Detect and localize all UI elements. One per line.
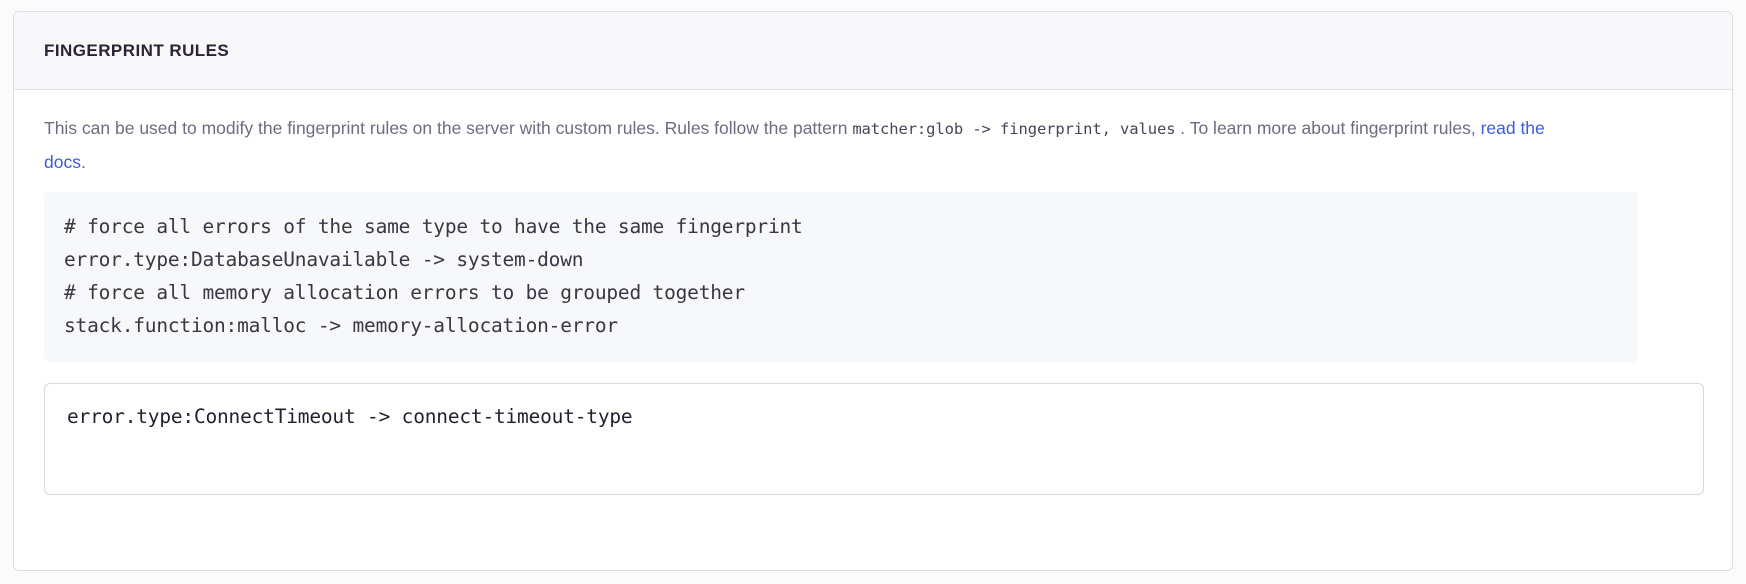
description-part-1: This can be used to modify the fingerpri… [44, 118, 853, 138]
read-the-docs-link[interactable]: read the docs [44, 118, 1545, 172]
fingerprint-rules-input[interactable] [44, 383, 1704, 495]
panel-header: FINGERPRINT RULES [14, 12, 1732, 90]
fingerprint-rules-panel: FINGERPRINT RULES This can be used to mo… [13, 11, 1733, 571]
description-text: This can be used to modify the fingerpri… [44, 112, 1584, 179]
code-line: # force all memory allocation errors to … [64, 281, 745, 304]
code-line: error.type:DatabaseUnavailable -> system… [64, 248, 584, 271]
description-part-3: . [80, 152, 86, 172]
code-line: stack.function:malloc -> memory-allocati… [64, 314, 618, 337]
panel-body: This can be used to modify the fingerpri… [14, 90, 1732, 495]
description-part-2: . To learn more about fingerprint rules, [1175, 118, 1481, 138]
page-title: FINGERPRINT RULES [44, 41, 230, 60]
inline-code-pattern: matcher:glob -> fingerprint, values [852, 120, 1176, 138]
code-line: # force all errors of the same type to h… [64, 215, 803, 238]
example-rules-code-block: # force all errors of the same type to h… [44, 192, 1638, 362]
